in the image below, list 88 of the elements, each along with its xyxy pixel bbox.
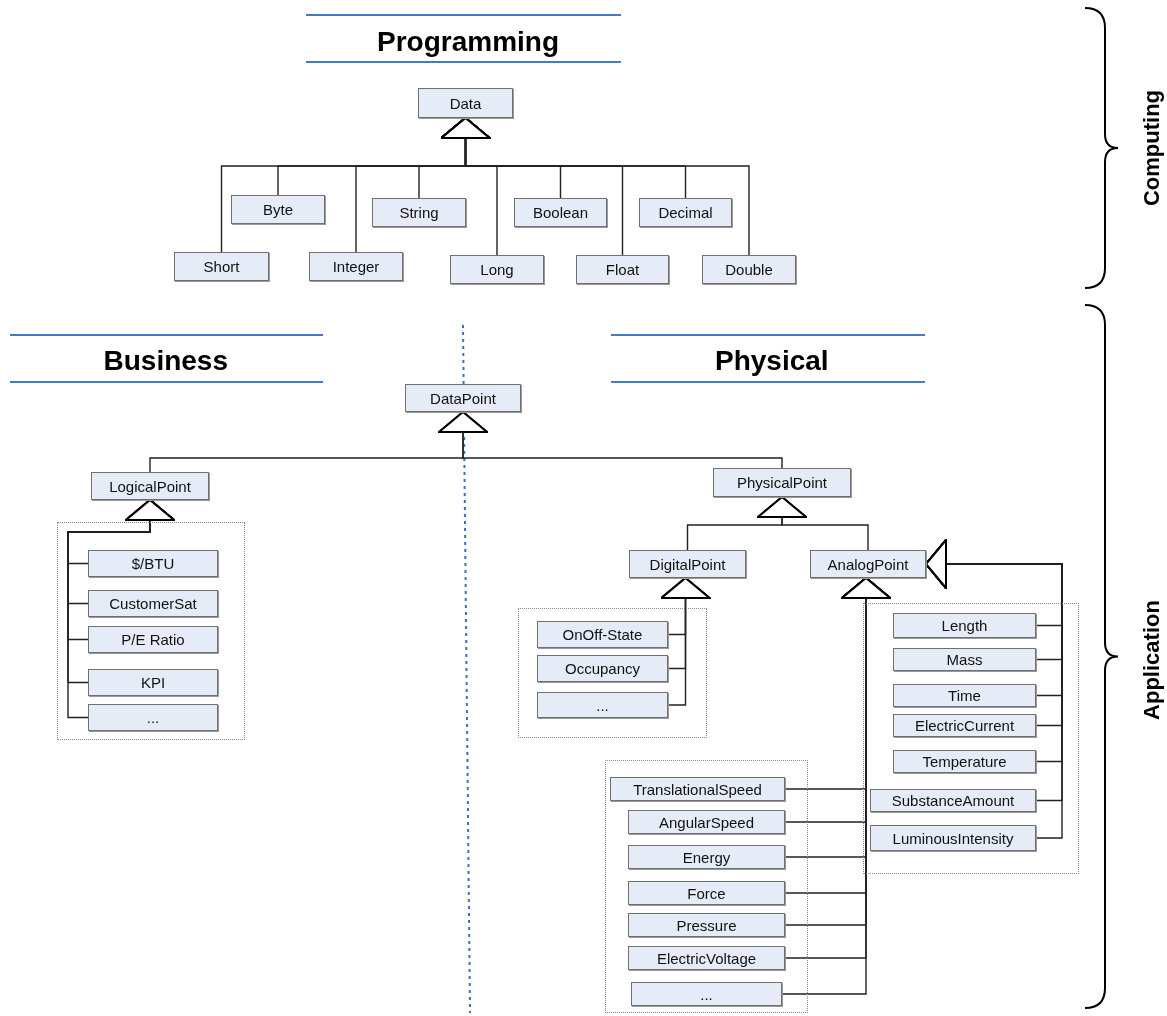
class-name: ElectricCurrent — [914, 718, 1015, 733]
section-heading: Physical — [715, 347, 829, 375]
class-name: Pressure — [676, 917, 737, 933]
class-box — [537, 655, 668, 682]
class-box — [91, 472, 209, 500]
class-name: ... — [700, 986, 713, 1002]
class-name: String — [399, 205, 439, 220]
class-name: P/E Ratio — [121, 632, 185, 647]
inheritance-connector — [660, 577, 711, 706]
class-box — [88, 704, 218, 731]
class-name: AnalogPoint — [827, 556, 909, 572]
inheritance-connector — [67, 499, 175, 719]
class-box — [893, 714, 1036, 737]
class-box — [537, 692, 668, 718]
class-box — [628, 881, 785, 905]
class-name: DigitalPoint — [649, 556, 726, 572]
inheritance-connector — [438, 411, 783, 469]
class-name: ... — [596, 697, 609, 713]
bracket-label: Computing — [1141, 89, 1164, 207]
class-name: OnOff-State — [562, 627, 643, 642]
class-name: DataPoint — [430, 390, 496, 406]
class-name: Energy — [682, 849, 731, 865]
class-box — [372, 198, 466, 227]
class-name: LuminousIntensity — [892, 830, 1014, 846]
class-name: Integer — [332, 259, 380, 274]
class-name: Float — [605, 262, 640, 277]
class-name: Temperature — [922, 754, 1007, 769]
class-name: $/BTU — [131, 556, 175, 571]
class-box — [639, 198, 732, 227]
class-box — [537, 621, 668, 648]
class-name: PhysicalPoint — [736, 475, 827, 490]
class-box — [88, 590, 218, 617]
class-name: Occupancy — [564, 661, 640, 676]
section-heading: Business — [103, 347, 228, 375]
class-box — [88, 669, 218, 696]
group-frame — [518, 608, 707, 738]
class-box — [231, 195, 325, 224]
class-box — [88, 626, 218, 653]
class-box — [576, 255, 669, 284]
class-box — [628, 913, 785, 937]
group-frame — [57, 522, 245, 740]
class-name: Length — [941, 618, 988, 633]
class-box — [893, 613, 1036, 638]
class-name: Force — [687, 885, 726, 901]
class-box — [870, 825, 1036, 851]
group-frame — [605, 760, 808, 1013]
class-box — [418, 88, 513, 118]
class-box — [88, 550, 218, 577]
class-box — [870, 789, 1036, 812]
class-box — [702, 255, 796, 284]
class-name: TranslationalSpeed — [633, 781, 762, 797]
class-box — [628, 845, 785, 869]
class-name: LogicalPoint — [109, 478, 191, 494]
class-name: AngularSpeed — [658, 814, 755, 830]
inheritance-connector — [440, 117, 750, 256]
class-box — [514, 198, 607, 227]
class-box — [810, 550, 926, 578]
class-box — [893, 684, 1036, 707]
class-name: ... — [146, 710, 160, 725]
class-name: Long — [480, 262, 514, 277]
class-box — [629, 550, 746, 578]
class-box — [610, 777, 785, 801]
class-box — [893, 750, 1036, 773]
class-box — [174, 252, 269, 281]
class-box — [450, 255, 544, 284]
class-name: Double — [725, 262, 773, 277]
class-box — [713, 468, 851, 497]
class-name: Data — [449, 95, 482, 111]
class-name: Decimal — [658, 205, 713, 220]
class-box — [628, 810, 785, 834]
class-name: Boolean — [532, 205, 589, 220]
class-name: Byte — [263, 202, 293, 217]
class-box — [405, 384, 521, 412]
class-name: KPI — [140, 675, 166, 690]
class-box — [628, 946, 785, 970]
inheritance-connector — [757, 496, 869, 551]
class-name: SubstanceAmount — [891, 793, 1015, 808]
class-name: Short — [203, 259, 240, 274]
section-heading: Programming — [377, 28, 560, 56]
class-box — [631, 982, 782, 1006]
class-name: ElectricVoltage — [656, 950, 757, 966]
class-box — [309, 252, 403, 281]
group-frame — [863, 603, 1079, 874]
class-box — [893, 648, 1036, 671]
bracket-label: Application — [1140, 600, 1163, 720]
class-name: Mass — [946, 652, 983, 667]
class-name: CustomerSat — [109, 596, 197, 611]
class-name: Time — [948, 688, 981, 703]
